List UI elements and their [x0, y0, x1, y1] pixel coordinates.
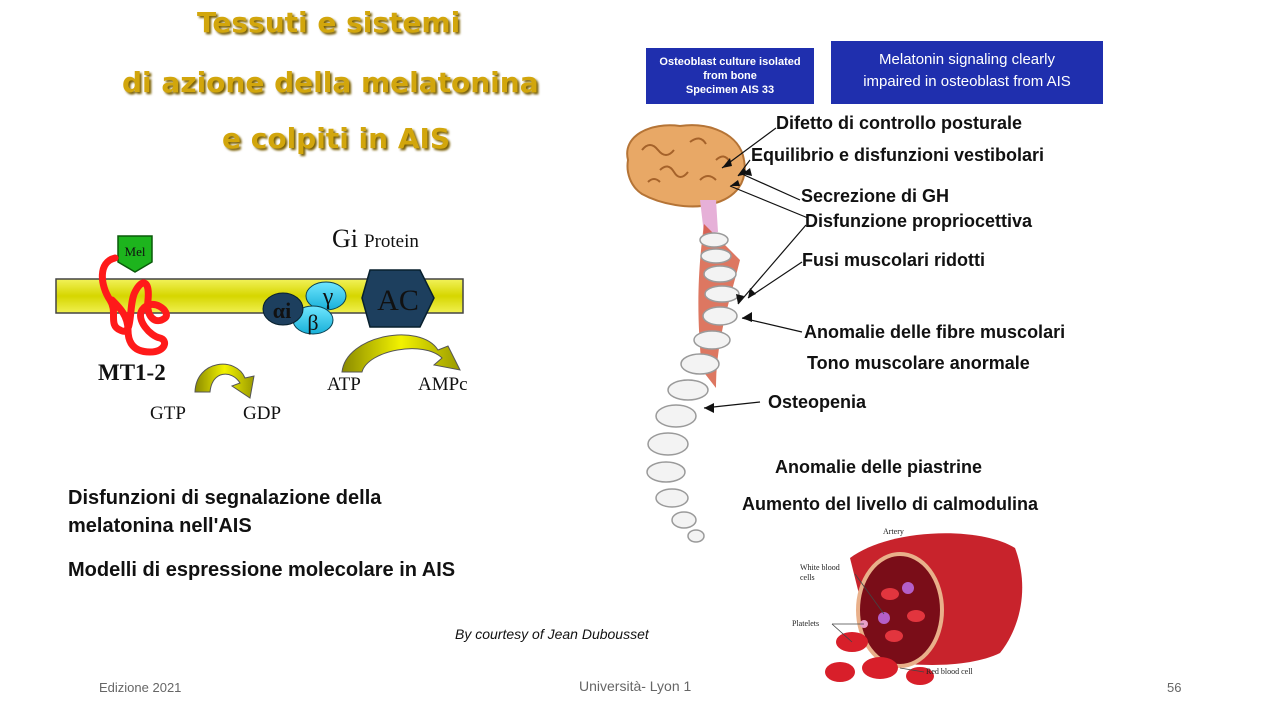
- mel-label: Mel: [125, 244, 146, 259]
- label-postural-control: Difetto di controllo posturale: [776, 113, 1022, 133]
- label-osteopenia: Osteopenia: [768, 392, 867, 412]
- footer-university: Università- Lyon 1: [579, 678, 692, 694]
- pointer-lines: [703, 127, 809, 409]
- culture-line-2: from bone: [703, 70, 757, 82]
- platelets-label: Platelets: [792, 619, 819, 628]
- label-calmodulin: Aumento del livello di calmodulina: [742, 494, 1039, 514]
- gdp-label: GDP: [243, 403, 281, 424]
- courtesy-note: By courtesy of Jean Dubousset: [455, 626, 649, 642]
- osteoblast-culture-box: Osteoblast culture isolated from bone Sp…: [646, 48, 814, 104]
- vertebral-column: [646, 232, 740, 543]
- gtp-to-gdp-arrow: [194, 363, 255, 399]
- white-blood-label-2: cells: [800, 573, 815, 582]
- alpha-i-subunit: [262, 292, 304, 326]
- label-platelets: Anomalie delle piastrine: [775, 457, 983, 477]
- label-muscle-spindles: Fusi muscolari ridotti: [802, 250, 986, 270]
- brain-spine-illustration: [626, 124, 809, 543]
- red-blood-cell-label: Red blood cell: [926, 667, 973, 676]
- artery-illustration: Artery White blood cells Platelets Red b…: [792, 527, 1023, 685]
- alpha-i-label: αi: [273, 298, 291, 323]
- slide-title-line-2: di azione della melatonina: [122, 66, 539, 99]
- label-muscle-tone: Tono muscolare anormale: [807, 353, 1030, 373]
- mt-label: MT1-2: [98, 360, 166, 385]
- atp-to-ampc-arrow: [341, 334, 461, 373]
- ac-label: AC: [377, 284, 419, 317]
- bullet-melatonin-dysfunction: Disfunzioni di segnalazione della melato…: [68, 487, 382, 537]
- ampc-label: AMPc: [418, 374, 468, 395]
- label-vestibular: Equilibrio e disfunzioni vestibolari: [751, 145, 1045, 165]
- bullet-molecular-expression: Modelli di espressione molecolare in AIS: [68, 559, 456, 581]
- signal-line-1: Melatonin signaling clearly: [879, 51, 1055, 68]
- label-gh-secretion: Secrezione di GH: [801, 186, 950, 206]
- footer-page-number: 56: [1167, 680, 1182, 695]
- artery-label: Artery: [883, 527, 904, 536]
- gamma-label: γ: [322, 284, 334, 310]
- footer-edition: Edizione 2021: [99, 680, 182, 695]
- slide-title-line-1: Tessuti e sistemi: [197, 6, 461, 39]
- melatonin-signaling-box: Melatonin signaling clearly impaired in …: [831, 41, 1103, 104]
- blood-pointer-lines: [831, 573, 925, 673]
- mt-receptor-squiggle: [98, 254, 170, 356]
- brain-stem: [700, 200, 718, 234]
- brain-folds: [641, 137, 731, 183]
- pointer-arrowheads: [704, 158, 756, 413]
- culture-line-3: Specimen AIS 33: [685, 84, 775, 96]
- blood-cells: [825, 582, 934, 685]
- artery-lumen: [856, 552, 944, 668]
- slide-title-line-3: e colpiti in AIS: [222, 122, 451, 155]
- beta-label: β: [307, 310, 318, 335]
- brain-shape: [626, 124, 746, 208]
- label-proprioception: Disfunzione propriocettiva: [805, 211, 1033, 231]
- atp-label: ATP: [327, 374, 361, 395]
- white-blood-label-1: White blood: [800, 563, 840, 572]
- adenylate-cyclase-shape: [361, 269, 435, 328]
- gtp-label: GTP: [150, 403, 186, 424]
- signal-line-2: impaired in osteoblast from AIS: [863, 73, 1071, 90]
- culture-line-1: Osteoblast culture isolated: [659, 56, 801, 68]
- label-muscle-fibers: Anomalie delle fibre muscolari: [804, 322, 1066, 342]
